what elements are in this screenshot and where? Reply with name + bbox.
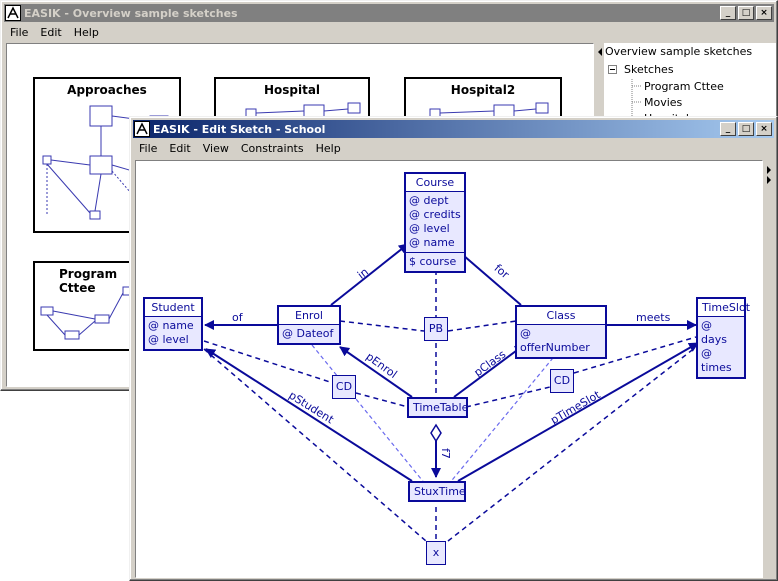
thumbnail-title: Hospital [263,83,321,97]
thumbnail-title: Hospital2 [450,83,516,97]
easik-app-icon [134,121,150,137]
attribute: @ dept [409,194,449,207]
attribute: @ offerNumber [520,327,590,354]
menu-view[interactable]: View [202,142,229,155]
attribute: @ name [409,236,455,249]
edge-label-of: of [232,311,243,324]
menu-help[interactable]: Help [315,142,341,155]
entity-attributes: @ Dateof [279,324,339,343]
entity-student[interactable]: Student @ name @ level [143,297,203,351]
menu-file[interactable]: File [10,26,29,39]
thumbnail-title: Approaches [67,83,147,97]
entity-title: Class [517,307,605,324]
sketch-window: EASIK - Edit Sketch - School _ □ × File … [129,116,778,581]
menu-edit[interactable]: Edit [40,26,62,39]
constraint-product[interactable]: x [426,541,446,565]
easik-app-icon [5,5,21,21]
sketch-splitter[interactable] [764,159,774,577]
attribute: @ credits [409,208,461,221]
menu-edit[interactable]: Edit [169,142,191,155]
overview-menubar: File Edit Help [4,23,774,42]
tree-root[interactable]: Overview sample sketches [605,45,753,58]
constraint-pullback[interactable]: PB [424,317,448,341]
entity-timetable[interactable]: TimeTable [407,397,468,418]
entity-title: TimeSlot [698,299,750,316]
tree-folder-sketches[interactable]: Sketches [624,63,674,76]
sketch-canvas[interactable]: Course @ dept @ credits @ level @ name $… [135,160,763,578]
sketch-titlebar[interactable]: EASIK - Edit Sketch - School _ □ × [133,120,774,138]
entity-title: TimeTable [409,399,468,416]
entity-attributes: @ dept @ credits @ level @ name [406,191,464,252]
entity-title: Student [145,299,201,316]
edge-label-f7: f7 [438,448,452,459]
overview-title: EASIK - Overview sample sketches [24,6,238,20]
entity-stuxtime[interactable]: StuxTime [408,481,466,502]
entity-title: Course [406,174,464,191]
entity-attributes: @ days @ times [698,316,744,377]
maximize-button[interactable]: □ [738,122,754,136]
menu-help[interactable]: Help [73,26,99,39]
attribute: @ days [701,319,727,346]
expand-right-icon[interactable] [764,163,774,187]
attribute: @ level [409,222,450,235]
attribute: @ level [148,333,189,346]
tree-lines [608,65,617,74]
sketch-edges [203,243,699,542]
minimize-button[interactable]: _ [720,6,736,20]
tree-item-movies[interactable]: Movies [644,96,683,109]
menu-file[interactable]: File [139,142,158,155]
attribute: @ Dateof [282,327,334,340]
thumbnail-diagram [40,286,134,340]
entity-attributes: @ name @ level [145,316,201,349]
collapse-left-icon[interactable] [595,45,605,65]
attribute: @ times [701,347,732,374]
minimize-button[interactable]: _ [720,122,736,136]
constraint-commutative-diagram[interactable]: CD [550,369,574,393]
entity-title: StuxTime [410,483,466,500]
entity-class[interactable]: Class @ offerNumber [515,305,607,359]
unique-key: $ course [409,255,457,268]
sketch-menubar: File Edit View Constraints Help [133,139,774,158]
tree-item-program-cttee[interactable]: Program Cttee [644,80,724,93]
entity-keys: $ course [406,252,464,271]
entity-enrol[interactable]: Enrol @ Dateof [277,305,341,345]
thumbnail-title: Program Cttee [59,267,118,295]
entity-timeslot[interactable]: TimeSlot @ days @ times [696,297,750,379]
menu-constraints[interactable]: Constraints [240,142,304,155]
f7-diamond [430,423,442,443]
tree-expand-icon[interactable] [608,64,617,73]
constraint-commutative-diagram[interactable]: CD [332,375,356,399]
close-button[interactable]: × [756,6,772,20]
overview-titlebar[interactable]: EASIK - Overview sample sketches _ □ × [4,4,774,22]
entity-title: Enrol [279,307,339,324]
close-button[interactable]: × [756,122,772,136]
maximize-button[interactable]: □ [738,6,754,20]
entity-attributes: @ offerNumber [517,324,605,357]
edge-label-meets: meets [636,311,671,324]
thumbnail-program-cttee[interactable]: Program Cttee [33,261,141,351]
attribute: @ name [148,319,194,332]
entity-course[interactable]: Course @ dept @ credits @ level @ name $… [404,172,466,273]
sketch-title: EASIK - Edit Sketch - School [153,122,326,136]
